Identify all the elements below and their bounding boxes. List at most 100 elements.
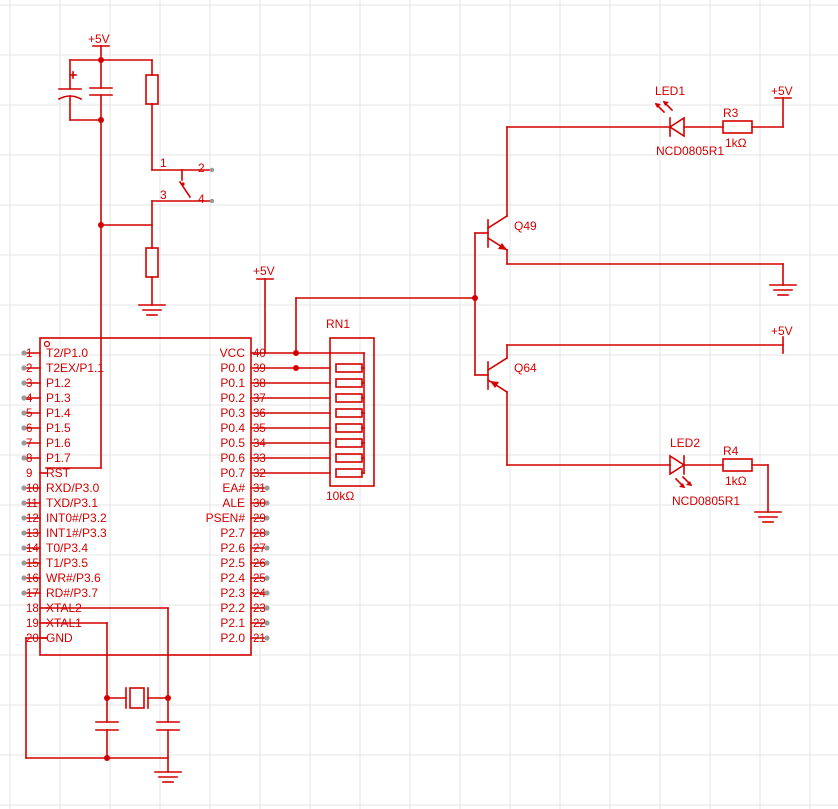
mcu-pin-number: 11 — [26, 498, 38, 510]
mcu-pin-name: P0.2 — [220, 391, 245, 405]
mcu-pin-number: 12 — [26, 513, 39, 525]
mcu-pin: 23 P2.2 — [220, 601, 270, 615]
mcu-pin-number: 38 — [253, 378, 266, 390]
mcu-pin-name: P2.3 — [220, 586, 245, 600]
mcu-pin-name: WR#/P3.6 — [46, 571, 101, 585]
mcu-pin-number: 30 — [253, 498, 266, 510]
led1-part: NCD0805R1 — [656, 144, 724, 158]
mcu-pin-number: 29 — [253, 513, 266, 525]
p00-drive-wire — [295, 232, 478, 376]
mcu-pin-name: P2.5 — [220, 556, 245, 570]
mcu-pin-name: T2EX/P1.1 — [46, 361, 104, 375]
mcu-pin-name: INT1#/P3.3 — [46, 526, 107, 540]
mcu-pin-name: P0.3 — [220, 406, 245, 420]
mcu-pin-number: 19 — [26, 618, 39, 630]
led2-label: LED2 — [670, 436, 700, 450]
mcu-pin-number: 14 — [26, 543, 39, 555]
mcu-pin-number: 16 — [26, 573, 39, 585]
mcu-pin-number: 10 — [26, 483, 39, 495]
mcu-pin-name: P1.3 — [46, 391, 71, 405]
mcu-pin-number: 35 — [253, 423, 266, 435]
switch-pin-4: 4 — [198, 192, 205, 206]
mcu-pin-name: P0.5 — [220, 436, 245, 450]
led2-part: NCD0805R1 — [672, 494, 740, 508]
r3-label: R3 — [723, 106, 739, 120]
mcu-pin-number: 4 — [26, 393, 33, 405]
mcu-pin-name: INT0#/P3.2 — [46, 511, 107, 525]
mcu-pin-number: 22 — [253, 618, 266, 630]
vcc-label-top: +5V — [88, 32, 110, 46]
mcu-pin-number: 8 — [26, 453, 32, 465]
mcu-pin-name: P1.5 — [46, 421, 71, 435]
mcu-pin-name: P2.1 — [220, 616, 245, 630]
mcu-pin-name: P2.0 — [220, 631, 245, 645]
vcc-label-led1: +5V — [771, 84, 793, 98]
mcu-pin-name: RD#/P3.7 — [46, 586, 98, 600]
led1-circuit: LED1 R3 1kΩ NCD0805R1 +5V — [654, 84, 793, 158]
power-rail-top: +5V — [69, 32, 153, 63]
q49-label: Q49 — [514, 219, 537, 233]
mcu-pin-name: P2.2 — [220, 601, 245, 615]
rn1-resistor — [335, 468, 365, 478]
mcu-pin-number: 31 — [253, 483, 266, 495]
switch-pin-1: 1 — [160, 156, 167, 170]
mcu-pin-name: T0/P3.4 — [46, 541, 88, 555]
rn1-resistor — [335, 393, 365, 403]
vcc-pin-wire: +5V — [253, 264, 331, 371]
mcu-pin-number: 32 — [253, 468, 266, 480]
ceramic-capacitor — [89, 59, 113, 469]
mcu-pin-name: RST — [46, 466, 71, 480]
mcu-pin-name: P2.4 — [220, 571, 245, 585]
q64-transistor: Q64 +5V — [474, 324, 793, 466]
mcu-pin-name: RXD/P3.0 — [46, 481, 100, 495]
led2-circuit: LED2 R4 1kΩ NCD0805R1 — [669, 436, 782, 523]
mcu-pin-name: VCC — [220, 346, 246, 360]
mcu-pin-number: 26 — [253, 558, 266, 570]
mcu-pin: 7 P1.6 — [21, 436, 71, 450]
mcu-pin-name: P1.2 — [46, 376, 71, 390]
mcu-pin: 8 P1.7 — [21, 451, 71, 465]
rn1-resistor — [335, 363, 365, 373]
mcu-pin-name: P1.7 — [46, 451, 71, 465]
mcu-pin: 34 P0.5 — [220, 436, 331, 450]
mcu-pin: 26 P2.5 — [220, 556, 270, 570]
mcu-pin: 22 P2.1 — [220, 616, 270, 630]
mcu-pin-number: 37 — [253, 393, 266, 405]
vcc-label-mid: +5V — [253, 264, 275, 278]
mcu-pin-name: P0.0 — [220, 361, 245, 375]
r4-value: 1kΩ — [725, 474, 747, 488]
mcu-pin-name: GND — [46, 631, 73, 645]
mcu-pin-name: P1.4 — [46, 406, 71, 420]
rn1-resistor — [335, 408, 365, 418]
mcu-pin-number: 6 — [26, 423, 32, 435]
mcu-pin-number: 7 — [26, 438, 32, 450]
mcu-pin-name: P0.7 — [220, 466, 245, 480]
mcu-pin-name: P1.6 — [46, 436, 71, 450]
mcu-pin-number: 23 — [253, 603, 266, 615]
rn1-resistor — [335, 453, 365, 463]
mcu-pin-number: 34 — [253, 438, 266, 450]
reset-pulldown — [100, 200, 166, 316]
r3-value: 1kΩ — [725, 136, 747, 150]
mcu-pin-number: 40 — [253, 348, 266, 360]
electrolytic-capacitor — [57, 59, 102, 121]
